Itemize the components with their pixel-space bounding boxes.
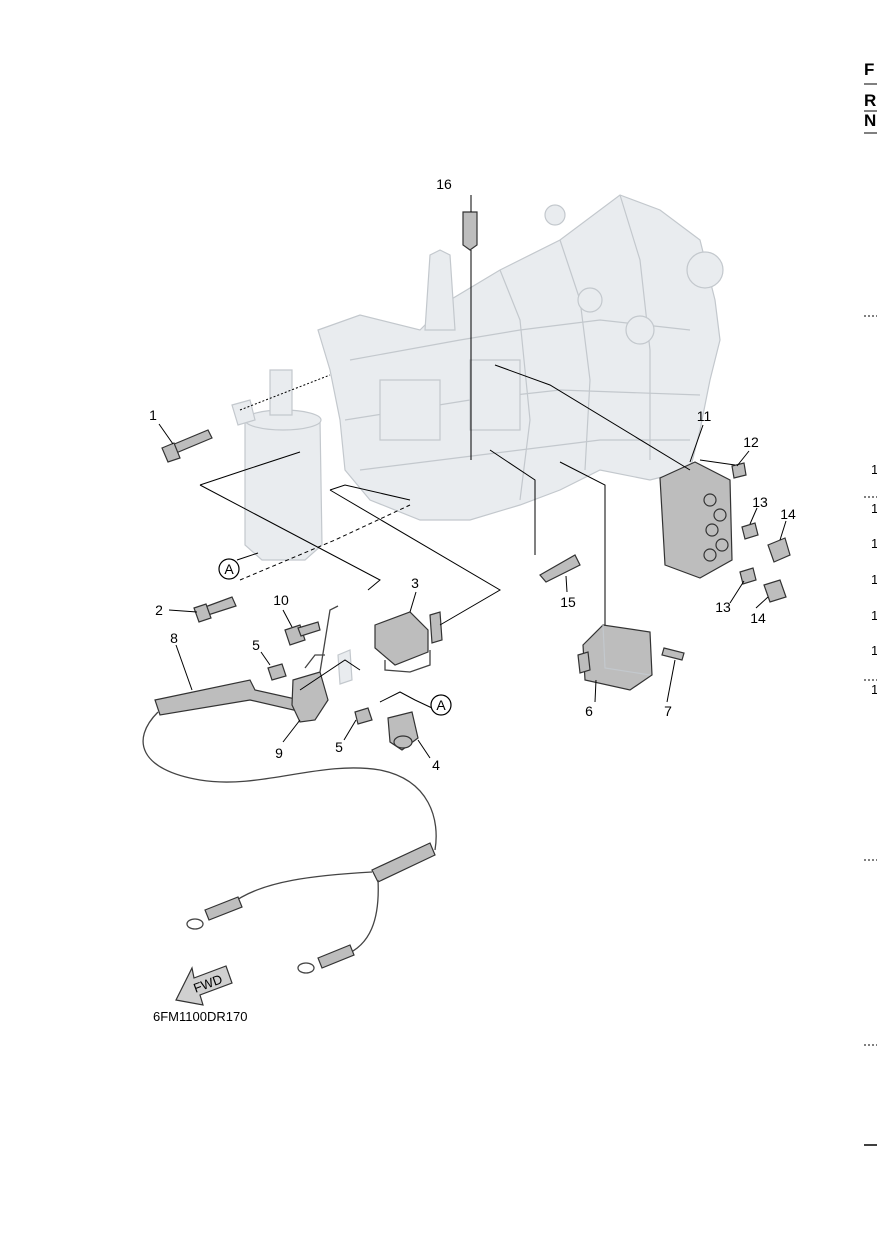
relay-part-3 xyxy=(337,611,443,685)
edge-letter: R xyxy=(864,91,876,110)
nut-part-13 xyxy=(739,522,759,585)
bolt-part-10 xyxy=(284,621,321,646)
fwd-arrow: FWD xyxy=(175,965,233,1006)
reference-marker-a: A A xyxy=(218,558,452,716)
callout-number: 5 xyxy=(335,739,343,755)
reference-label-a: A xyxy=(224,561,234,577)
clip-part-16 xyxy=(462,211,478,251)
battery-cable-part-8 xyxy=(142,679,437,974)
callout-number: 11 xyxy=(697,408,712,424)
edge-number: 1 xyxy=(871,682,877,697)
module-part-6 xyxy=(577,624,653,691)
edge-letter: N xyxy=(864,111,876,130)
callout-number: 7 xyxy=(664,703,672,719)
callout-number: 16 xyxy=(436,176,452,192)
reference-label-a: A xyxy=(436,697,446,713)
cap-part-4 xyxy=(387,711,419,751)
callout-number: 12 xyxy=(743,434,759,450)
edge-letter: F xyxy=(864,60,874,79)
callout-number: 5 xyxy=(252,637,260,653)
callout-number: 1 xyxy=(149,407,157,423)
callout-number: 14 xyxy=(750,610,766,626)
callout-number: 4 xyxy=(432,757,440,773)
callout-number: 6 xyxy=(585,703,593,719)
right-edge-fragment: F R N 1 1 1 1 1 1 1 xyxy=(864,60,877,1146)
edge-number: 1 xyxy=(871,536,877,551)
edge-number: 1 xyxy=(871,501,877,516)
edge-number: 1 xyxy=(871,608,877,623)
callout-number: 10 xyxy=(273,592,289,608)
cable-terminal-part-9 xyxy=(291,605,339,723)
ignition-coil-ghost xyxy=(231,369,323,561)
edge-number: 1 xyxy=(871,643,877,658)
callout-number: 15 xyxy=(560,594,576,610)
callout-number: 13 xyxy=(715,599,731,615)
connector-block-part-11 xyxy=(659,461,733,579)
edge-number: 1 xyxy=(871,462,877,477)
leader-lines xyxy=(158,195,787,759)
figure-code: 6FM1100DR170 xyxy=(153,1009,247,1024)
callout-number: 2 xyxy=(155,602,163,618)
bolt-part-1 xyxy=(161,429,213,463)
callout-number: 14 xyxy=(780,506,796,522)
callout-numbers: 1 2 3 4 5 5 6 7 8 9 10 11 12 13 13 14 14… xyxy=(149,176,796,773)
bolt-part-2 xyxy=(193,596,237,623)
callout-number: 13 xyxy=(752,494,768,510)
callout-number: 3 xyxy=(411,575,419,591)
screw-part-7 xyxy=(661,647,685,661)
edge-number: 1 xyxy=(871,572,877,587)
callout-number: 8 xyxy=(170,630,178,646)
bolt-part-12 xyxy=(731,462,747,479)
cap-part-14 xyxy=(763,537,791,603)
cable-tie-part-15 xyxy=(539,554,581,583)
callout-number: 9 xyxy=(275,745,283,761)
engine-block-ghost xyxy=(317,194,724,521)
nut-part-5 xyxy=(267,663,373,725)
